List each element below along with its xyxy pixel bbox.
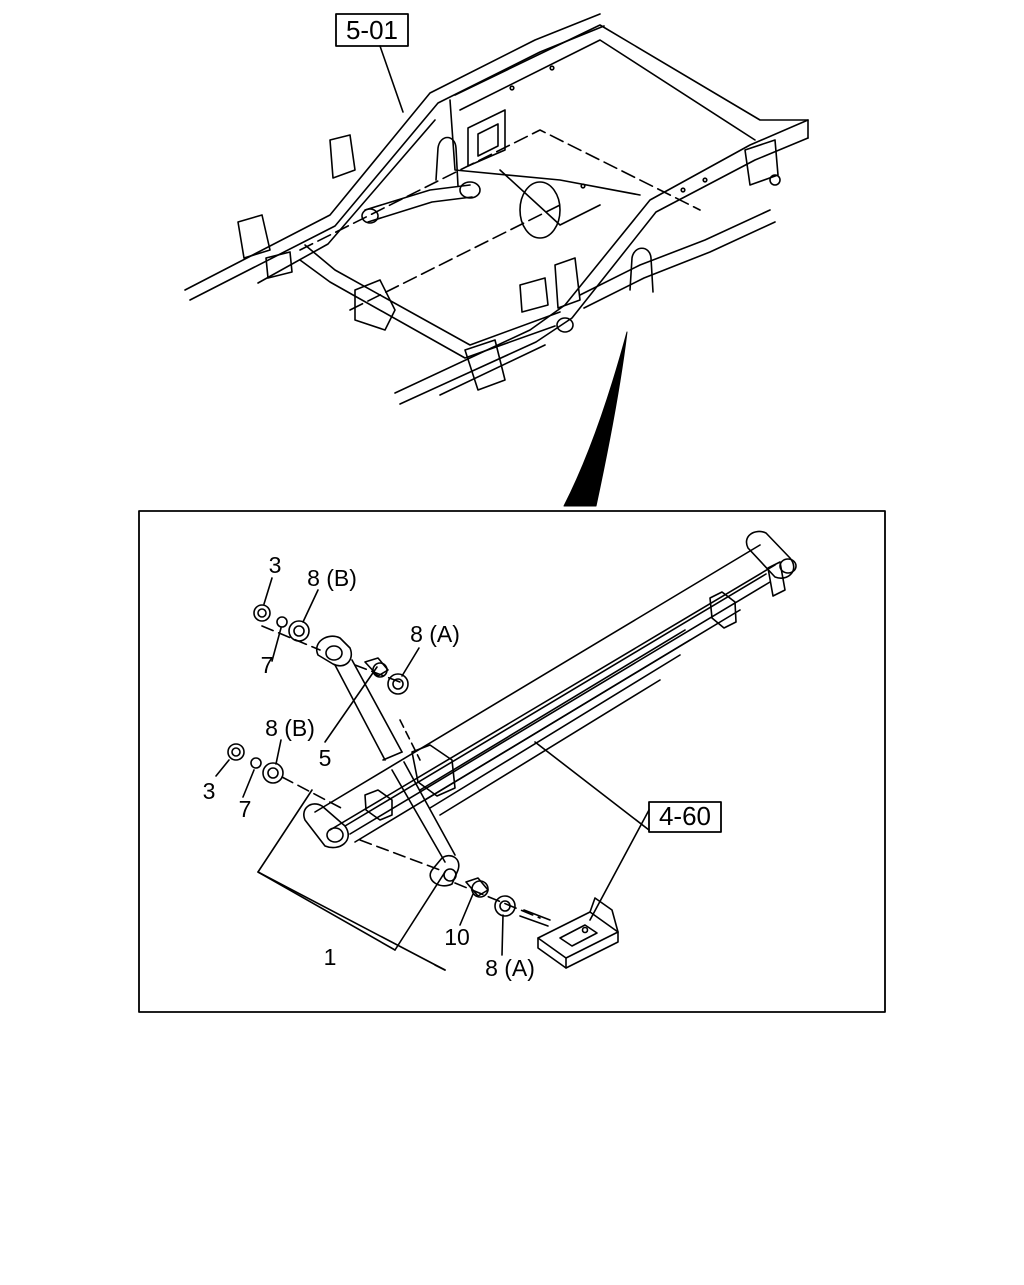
label-washer-lower: 7 — [239, 796, 252, 822]
frame-reference-callout — [335, 13, 409, 113]
part-labels: 3 8 (B) 7 8 (A) 5 8 (B) 3 7 1 10 8 (A) — [203, 552, 535, 981]
detail-frame — [138, 510, 886, 1013]
detail-pointer — [563, 331, 628, 507]
label-bushing-upper-inner: 8 (A) — [410, 621, 460, 647]
assembly-axes — [261, 625, 541, 919]
spring-reference-label: 4-60 — [659, 801, 711, 831]
label-bushing-upper-outer: 8 (B) — [307, 565, 357, 591]
label-nut-upper: 3 — [269, 552, 282, 578]
upper-mount-hardware — [253, 604, 409, 695]
label-shock-absorber: 5 — [319, 745, 332, 771]
label-collar: 10 — [444, 924, 470, 950]
shock-absorber — [315, 635, 460, 887]
mounting-bracket — [537, 897, 619, 969]
frame-reference-label: 5-01 — [346, 15, 398, 45]
spring-reference-callout — [534, 741, 722, 921]
label-nut-lower: 3 — [203, 778, 216, 804]
lower-mount-hardware — [227, 743, 551, 927]
label-washer-upper: 7 — [261, 652, 274, 678]
label-bushing-lower-inner: 8 (A) — [485, 955, 535, 981]
label-bushing-lower-outer: 8 (B) — [265, 715, 315, 741]
leaf-spring — [303, 530, 797, 849]
callout-leaders — [215, 577, 504, 971]
chassis-frame — [184, 13, 809, 405]
label-assembly: 1 — [324, 944, 337, 970]
